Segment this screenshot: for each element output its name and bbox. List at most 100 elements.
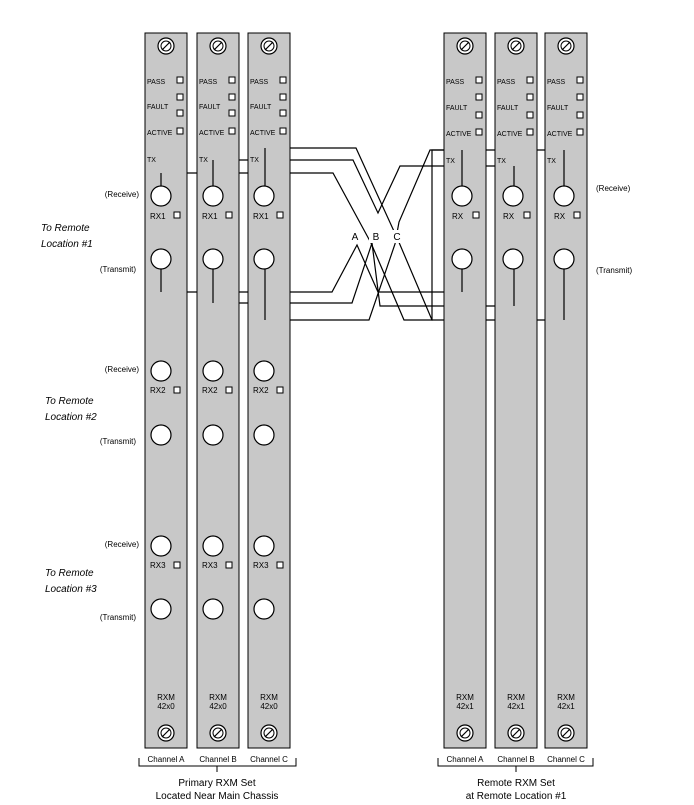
- led-label-fault: FAULT: [199, 104, 221, 111]
- led-label-active: ACTIVE: [199, 130, 225, 137]
- remote-module-channel-b: PASS FAULT ACTIVE TX RX RXM 42x1 Channel…: [494, 32, 538, 764]
- thumbscrew-icon[interactable]: [507, 37, 525, 55]
- transmit-label: (Transmit): [100, 437, 136, 446]
- thumbscrew-icon[interactable]: [456, 37, 474, 55]
- port-label-rx2: RX2: [202, 386, 218, 395]
- rx1-receive-port[interactable]: [202, 185, 224, 207]
- led-label-active: ACTIVE: [147, 130, 173, 137]
- thumbscrew-icon[interactable]: [209, 37, 227, 55]
- thumbscrew-icon[interactable]: [557, 37, 575, 55]
- rx2-receive-port[interactable]: [253, 360, 275, 382]
- rx3-led: [276, 561, 284, 569]
- remote-module-channel-c: PASS FAULT ACTIVE TX RX RXM 42x1 Channel…: [544, 32, 588, 764]
- port-label-rx2: RX2: [150, 386, 166, 395]
- module-part-number: 42x0: [157, 702, 175, 711]
- rx1-led: [276, 211, 284, 219]
- remote-rxm-set: PASS FAULT ACTIVE TX RX RXM 42x1 Channel…: [443, 32, 588, 764]
- thumbscrew-icon[interactable]: [507, 724, 525, 742]
- module-faceplate: [443, 32, 487, 749]
- location-2-line1: To Remote: [45, 396, 94, 407]
- receive-label: (Receive): [105, 190, 140, 199]
- rx-transmit-port[interactable]: [553, 248, 575, 270]
- rx1-receive-port[interactable]: [253, 185, 275, 207]
- fault-led: [526, 111, 534, 119]
- rx-transmit-port[interactable]: [502, 248, 524, 270]
- channel-label: Channel B: [199, 755, 236, 764]
- rx-transmit-port[interactable]: [451, 248, 473, 270]
- primary-group-bracket: [138, 758, 297, 772]
- active-led: [475, 128, 483, 136]
- rx2-receive-port[interactable]: [150, 360, 172, 382]
- rx-receive-port[interactable]: [502, 185, 524, 207]
- rx2-receive-port[interactable]: [202, 360, 224, 382]
- transmit-label: (Transmit): [100, 613, 136, 622]
- tx-label: TX: [446, 158, 455, 165]
- rx2-transmit-port[interactable]: [150, 424, 172, 446]
- tx-label: TX: [497, 158, 506, 165]
- rx1-transmit-port[interactable]: [202, 248, 224, 270]
- thumbscrew-icon[interactable]: [557, 724, 575, 742]
- led-indicator: [228, 93, 236, 101]
- rx3-transmit-port[interactable]: [253, 598, 275, 620]
- rx1-led: [225, 211, 233, 219]
- rx3-receive-port[interactable]: [202, 535, 224, 557]
- thumbscrew-icon[interactable]: [260, 724, 278, 742]
- led-indicator: [475, 93, 483, 101]
- led-label-pass: PASS: [497, 79, 515, 86]
- pass-led: [475, 76, 483, 84]
- channel-label: Channel A: [447, 755, 485, 764]
- led-label-pass: PASS: [446, 79, 464, 86]
- active-led: [176, 127, 184, 135]
- port-label-rx3: RX3: [253, 561, 269, 570]
- port-label-rx2: RX2: [253, 386, 269, 395]
- thumbscrew-icon[interactable]: [209, 724, 227, 742]
- receive-label: (Receive): [596, 184, 631, 193]
- rx3-receive-port[interactable]: [150, 535, 172, 557]
- active-led: [576, 128, 584, 136]
- pass-led: [576, 76, 584, 84]
- channel-label: Channel B: [497, 755, 534, 764]
- led-label-fault: FAULT: [547, 105, 569, 112]
- rx-led: [472, 211, 480, 219]
- module-part-number: 42x1: [507, 702, 525, 711]
- port-label-rx1: RX1: [253, 212, 269, 221]
- primary-rxm-set: PASS FAULT ACTIVE TX RX1 RX2 RX3 RXM 42x…: [144, 32, 291, 764]
- led-indicator: [526, 93, 534, 101]
- port-label-rx: RX: [452, 212, 464, 221]
- rx-receive-port[interactable]: [553, 185, 575, 207]
- rx1-transmit-port[interactable]: [150, 248, 172, 270]
- thumbscrew-icon[interactable]: [157, 37, 175, 55]
- channel-label: Channel C: [250, 755, 288, 764]
- thumbscrew-icon[interactable]: [260, 37, 278, 55]
- remote-module-channel-a: PASS FAULT ACTIVE TX RX RXM 42x1 Channel…: [443, 32, 487, 764]
- rx3-transmit-port[interactable]: [150, 598, 172, 620]
- led-indicator: [279, 93, 287, 101]
- primary-group-title: Primary RXM Set: [178, 778, 255, 789]
- pass-led: [176, 76, 184, 84]
- led-label-pass: PASS: [147, 79, 165, 86]
- rx1-receive-port[interactable]: [150, 185, 172, 207]
- rx2-transmit-port[interactable]: [253, 424, 275, 446]
- tx-label: TX: [147, 157, 156, 164]
- transmit-label: (Transmit): [596, 266, 632, 275]
- active-led: [228, 127, 236, 135]
- rx2-led: [276, 386, 284, 394]
- receive-label: (Receive): [105, 540, 140, 549]
- rx3-receive-port[interactable]: [253, 535, 275, 557]
- port-label-rx1: RX1: [202, 212, 218, 221]
- port-label-rx1: RX1: [150, 212, 166, 221]
- fault-led: [475, 111, 483, 119]
- thumbscrew-icon[interactable]: [456, 724, 474, 742]
- thumbscrew-icon[interactable]: [157, 724, 175, 742]
- led-label-fault: FAULT: [446, 105, 468, 112]
- rx2-transmit-port[interactable]: [202, 424, 224, 446]
- remote-port-labels: (Receive) (Transmit): [596, 184, 632, 275]
- port-label-rx: RX: [503, 212, 515, 221]
- led-label-pass: PASS: [547, 79, 565, 86]
- pass-led: [526, 76, 534, 84]
- rx-receive-port[interactable]: [451, 185, 473, 207]
- rx1-transmit-port[interactable]: [253, 248, 275, 270]
- rx3-transmit-port[interactable]: [202, 598, 224, 620]
- led-indicator: [176, 93, 184, 101]
- rx-led: [523, 211, 531, 219]
